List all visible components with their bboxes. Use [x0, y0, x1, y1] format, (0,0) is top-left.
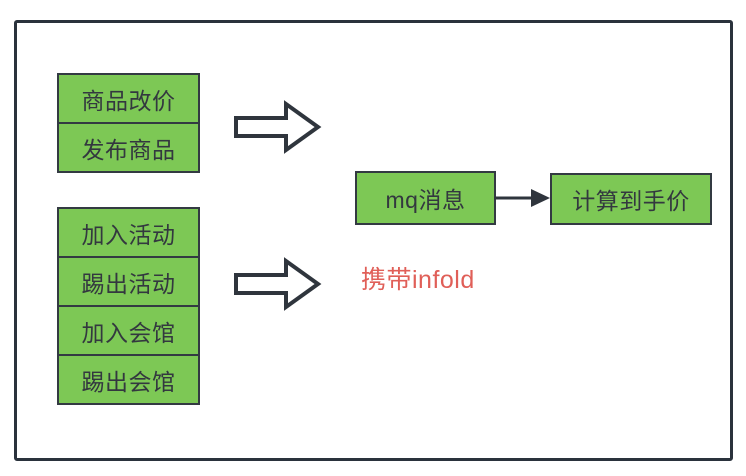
block-arrow-icon	[234, 257, 322, 311]
event-group-activity: 加入活动 踢出活动 加入会馆 踢出会馆	[57, 207, 200, 405]
event-group-product: 商品改价 发布商品	[57, 73, 200, 173]
node-product-publish: 发布商品	[57, 122, 200, 173]
node-calc-price: 计算到手价	[550, 173, 712, 225]
node-join-guild: 加入会馆	[57, 305, 200, 356]
node-product-reprice: 商品改价	[57, 73, 200, 124]
connector-arrow-icon	[494, 189, 550, 207]
diagram-frame: 商品改价 发布商品 加入活动 踢出活动 加入会馆 踢出会馆 mq消息 计算到手价…	[14, 20, 733, 461]
node-mq-message: mq消息	[355, 171, 496, 225]
node-kick-guild: 踢出会馆	[57, 354, 200, 405]
node-kick-activity: 踢出活动	[57, 256, 200, 307]
block-arrow-icon	[234, 100, 322, 154]
annotation-infold: 携带infold	[361, 266, 475, 294]
node-join-activity: 加入活动	[57, 207, 200, 258]
